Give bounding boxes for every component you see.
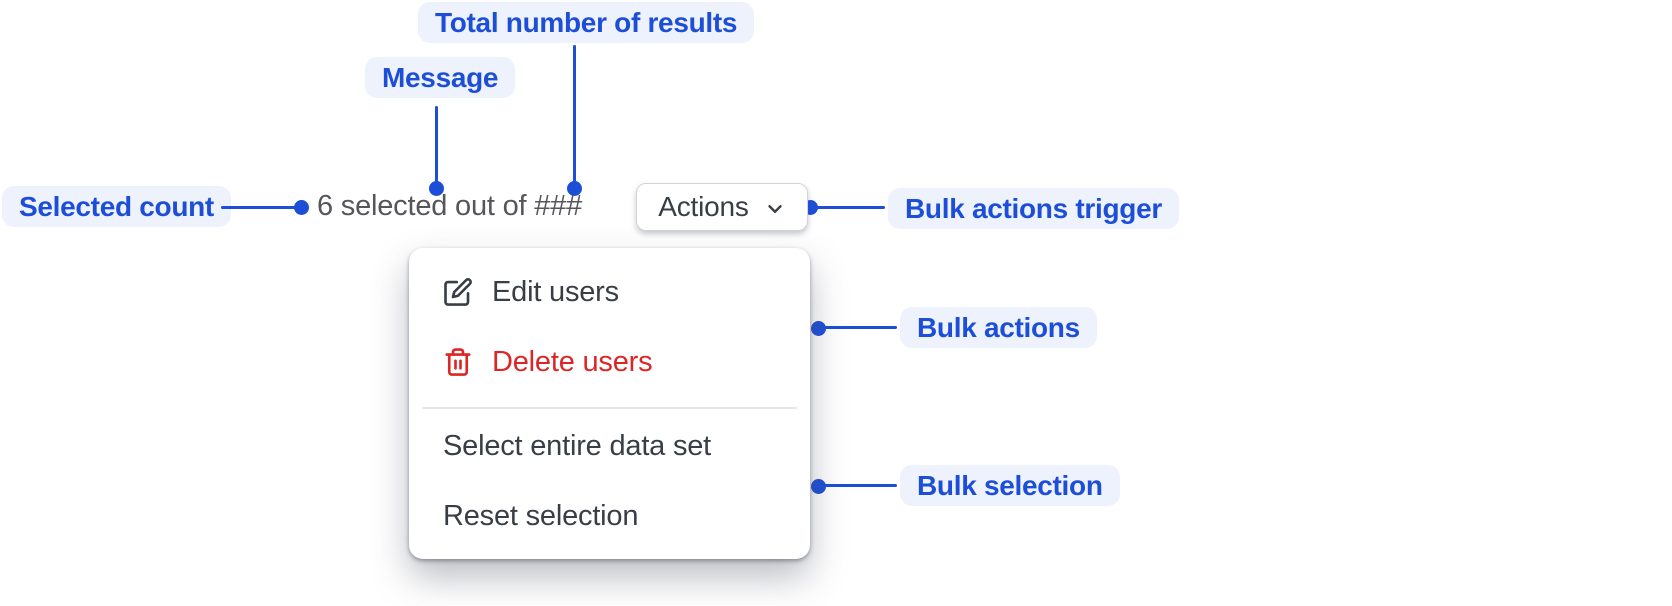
- menu-item-label: Reset selection: [443, 499, 639, 532]
- connector-dot-message: [429, 181, 444, 196]
- menu-item-label: Edit users: [492, 275, 619, 308]
- edit-icon: [443, 277, 473, 307]
- connector-dot-selected-count: [294, 200, 309, 215]
- connector-dot-bulk-selection: [811, 479, 826, 494]
- callout-bulk-actions: Bulk actions: [900, 307, 1097, 348]
- callout-bulk-selection: Bulk selection: [900, 465, 1120, 506]
- menu-item-delete-users[interactable]: Delete users: [409, 327, 810, 397]
- callout-bulk-actions-trigger: Bulk actions trigger: [888, 188, 1179, 229]
- bulk-actions-trigger-button[interactable]: Actions: [636, 183, 808, 231]
- connector-line-bulk-actions-trigger: [815, 206, 885, 209]
- chevron-down-icon: [764, 195, 786, 220]
- menu-item-label: Delete users: [492, 345, 653, 378]
- connector-dot-total-results: [567, 181, 582, 196]
- callout-message: Message: [365, 57, 516, 98]
- callout-selected-count: Selected count: [2, 186, 231, 227]
- connector-line-message: [435, 106, 438, 182]
- menu-item-edit-users[interactable]: Edit users: [409, 257, 810, 327]
- connector-line-bulk-selection: [823, 484, 897, 487]
- bulk-actions-menu: Edit users Delete users Select entire da…: [409, 248, 810, 559]
- menu-item-reset-selection[interactable]: Reset selection: [409, 481, 810, 551]
- connector-line-selected-count: [221, 206, 297, 209]
- menu-item-label: Select entire data set: [443, 429, 712, 462]
- selection-message-text: 6 selected out of ###: [317, 190, 583, 222]
- actions-button-label: Actions: [658, 191, 749, 222]
- connector-dot-bulk-actions: [811, 321, 826, 336]
- menu-divider: [422, 407, 797, 409]
- connector-line-total-results: [573, 45, 576, 182]
- callout-total-number-of-results: Total number of results: [418, 2, 755, 43]
- trash-icon: [443, 347, 473, 377]
- connector-line-bulk-actions: [823, 326, 897, 329]
- menu-item-select-entire-data-set[interactable]: Select entire data set: [409, 411, 810, 481]
